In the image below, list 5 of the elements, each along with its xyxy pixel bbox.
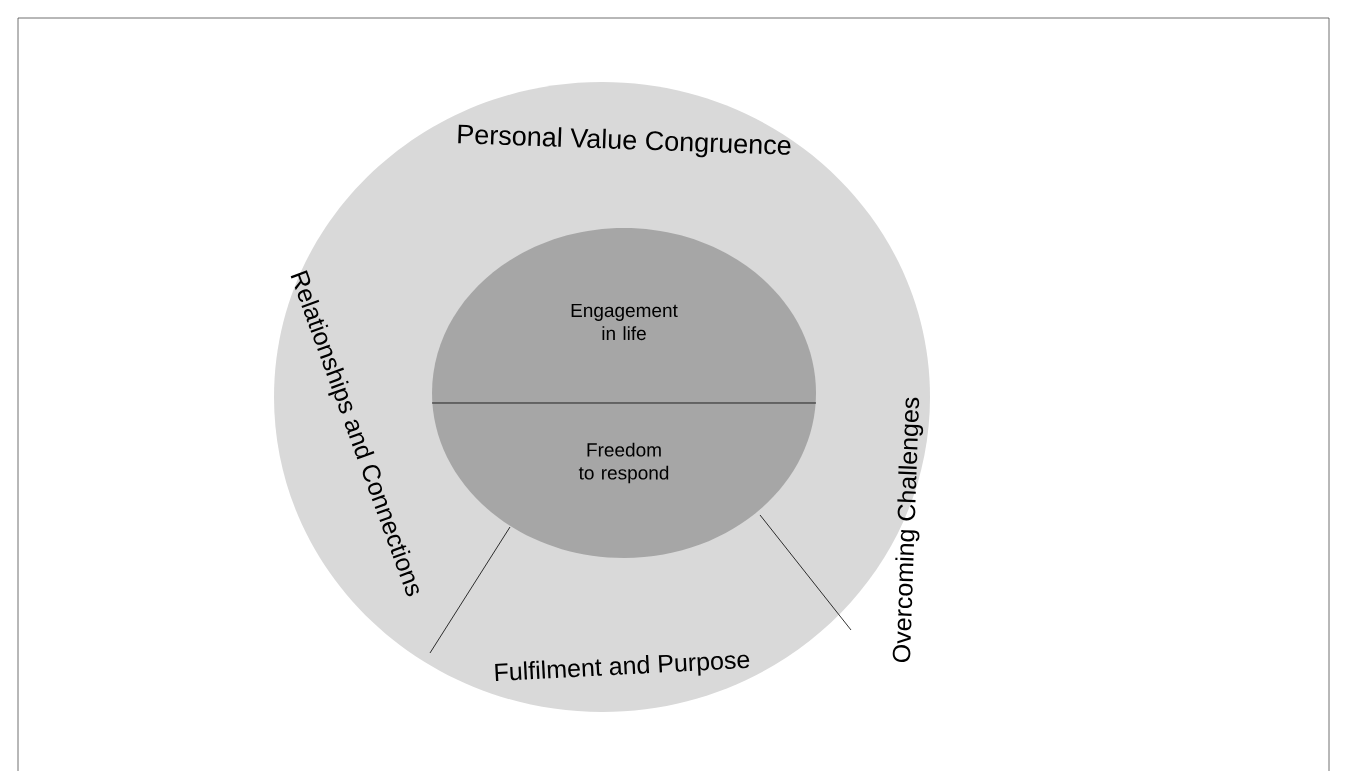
ring-label: Personal Value Congruence — [458, 124, 791, 158]
core-label: Freedom to respond — [578, 442, 669, 484]
ring-label: Fulfilment and Purpose — [495, 654, 750, 682]
core-label: Engagement in life — [571, 303, 678, 341]
ring-label: Overcoming Challenges — [892, 397, 924, 663]
